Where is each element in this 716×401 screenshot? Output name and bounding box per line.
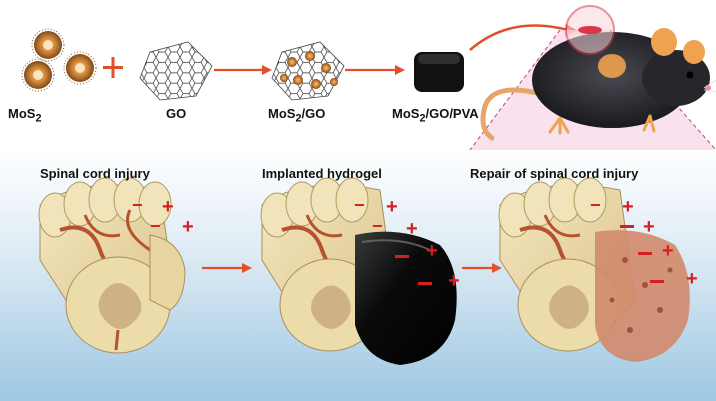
charge-minus: − <box>150 216 161 236</box>
charge-plus: + <box>662 240 674 262</box>
spinal-cord-repaired-illustration <box>498 177 690 362</box>
arrow-icon <box>214 65 272 75</box>
charge-plus: + <box>643 216 655 238</box>
stage-title-injury: Spinal cord injury <box>40 166 150 181</box>
label-go: GO <box>166 106 187 121</box>
arrow-icon <box>202 263 252 273</box>
charge-plus: + <box>406 218 418 240</box>
mos2-nanoparticles-icon <box>21 28 97 92</box>
stage-title-repair: Repair of spinal cord injury <box>470 166 639 181</box>
label-mos2: MoS2 <box>8 106 42 125</box>
spinal-cord-injured-illustration <box>38 177 186 354</box>
charge-minus: − <box>590 195 601 215</box>
charge-plus: + <box>386 196 398 218</box>
charge-minus: − <box>372 216 383 236</box>
graphene-oxide-sheet-icon <box>139 41 213 101</box>
mouse-illustration <box>469 5 716 151</box>
mos2-go-composite-icon <box>271 41 345 101</box>
arrow-icon <box>462 263 502 273</box>
charge-plus: + <box>162 196 174 218</box>
charge-minus: − <box>132 195 143 215</box>
implant-arrow-icon <box>469 24 569 51</box>
charge-plus: + <box>686 268 698 290</box>
charge-plus: + <box>182 216 194 238</box>
label-mos2-go-pva: MoS2/GO/PVA <box>392 106 479 125</box>
plus-icon <box>103 57 123 78</box>
charge-plus: + <box>426 240 438 262</box>
arrow-icon <box>345 65 405 75</box>
charge-minus: − <box>354 195 365 215</box>
label-mos2-go: MoS2/GO <box>268 106 326 125</box>
stage-title-implanted: Implanted hydrogel <box>262 166 382 181</box>
spinal-cord-hydrogel-illustration <box>260 177 457 365</box>
hydrogel-block-icon <box>414 52 464 92</box>
charge-plus: + <box>622 196 634 218</box>
charge-plus: + <box>448 270 460 292</box>
